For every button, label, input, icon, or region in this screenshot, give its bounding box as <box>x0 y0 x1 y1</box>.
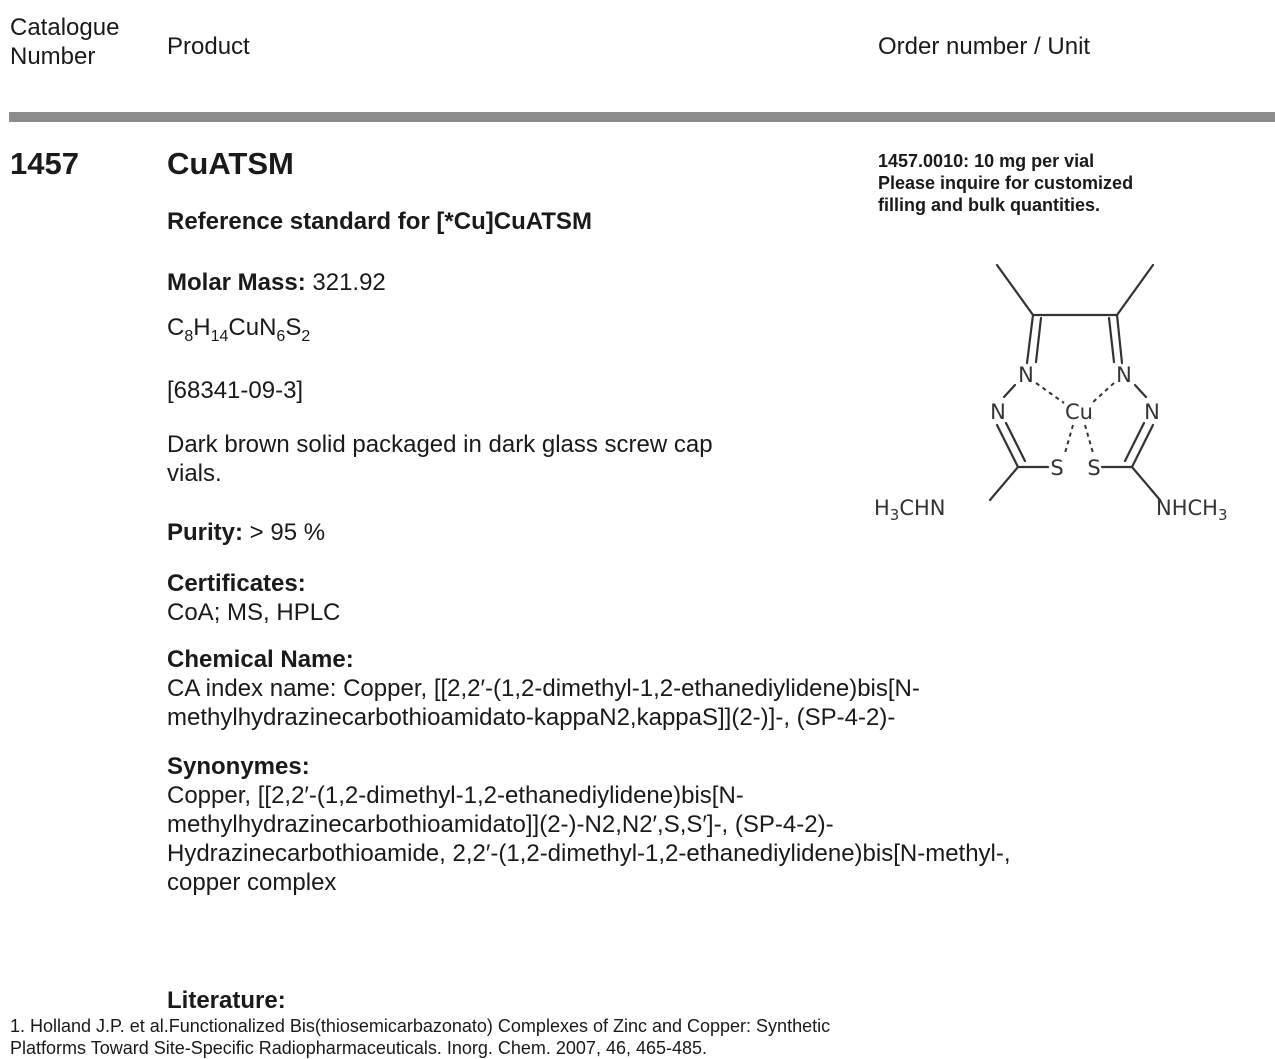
formula-subscript: 8 <box>184 328 194 345</box>
molar-mass-label: Molar Mass: <box>167 269 306 296</box>
formula-subscript: 14 <box>210 328 229 345</box>
atom-label: Cu <box>1065 400 1093 424</box>
atom-label: S <box>1050 456 1063 480</box>
literature-reference: 1. Holland J.P. et al.Functionalized Bis… <box>10 1016 831 1058</box>
structure-atom-labels: N N Cu N N S S H3CHN NHCH3 <box>874 363 1228 524</box>
coordination-bonds <box>1035 382 1115 454</box>
purity-value: > 95 % <box>243 519 326 546</box>
formula-element: CuN <box>228 314 277 341</box>
certificates-value: CoA; MS, HPLC <box>167 599 341 626</box>
amine-group-left: H3CHN <box>874 496 946 524</box>
order-line: filling and bulk quantities. <box>878 195 1101 215</box>
header-divider <box>9 112 1275 122</box>
molecular-formula: C8H14CuN6S2 <box>167 313 310 345</box>
product-name: CuATSM <box>167 146 294 181</box>
order-info: 1457.0010: 10 mg per vial Please inquire… <box>878 150 1268 216</box>
formula-element: S <box>285 314 302 341</box>
chemical-name: Chemical Name: CA index name: Copper, [[… <box>167 646 920 731</box>
formula-subscript: 2 <box>301 328 311 345</box>
purity-label: Purity: <box>167 519 244 546</box>
cas-number: [68341-09-3] <box>167 377 304 404</box>
header-catalogue-number: Catalogue Number <box>10 14 120 70</box>
synonymes-label: Synonymes: <box>167 753 310 780</box>
formula-element: H <box>193 314 211 341</box>
chemical-structure-diagram: N N Cu N N S S H3CHN NHCH3 <box>874 263 1228 524</box>
catalogue-number: 1457 <box>10 146 79 181</box>
atom-label: N <box>1144 400 1160 424</box>
atom-label: N <box>990 400 1006 424</box>
synonymes: Synonymes: Copper, [[2,2′-(1,2-dimethyl-… <box>167 753 1011 896</box>
certificates-label: Certificates: <box>167 570 306 597</box>
molar-mass-value: 321.92 <box>305 269 386 296</box>
atom-label: N <box>1018 363 1034 387</box>
literature: Literature: <box>167 986 286 1015</box>
structure-bonds <box>988 263 1162 502</box>
order-line: 1457.0010: 10 mg per vial <box>878 151 1095 171</box>
purity: Purity: > 95 % <box>167 518 325 547</box>
atom-label: N <box>1116 363 1132 387</box>
order-line: Please inquire for customized <box>878 173 1134 193</box>
formula-subscript: 6 <box>276 328 286 345</box>
certificates: Certificates: CoA; MS, HPLC <box>167 569 340 627</box>
description: Dark brown solid packaged in dark glass … <box>167 431 713 487</box>
amine-group-right: NHCH3 <box>1156 496 1228 524</box>
molar-mass: Molar Mass: 321.92 <box>167 268 386 297</box>
header-order-unit: Order number / Unit <box>878 33 1091 60</box>
formula-element: C <box>167 314 185 341</box>
atom-label: S <box>1087 456 1100 480</box>
chemical-name-label: Chemical Name: <box>167 646 354 673</box>
product-subtitle: Reference standard for [*Cu]CuATSM <box>167 208 592 235</box>
header-product: Product <box>167 33 250 60</box>
literature-label: Literature: <box>167 987 286 1014</box>
